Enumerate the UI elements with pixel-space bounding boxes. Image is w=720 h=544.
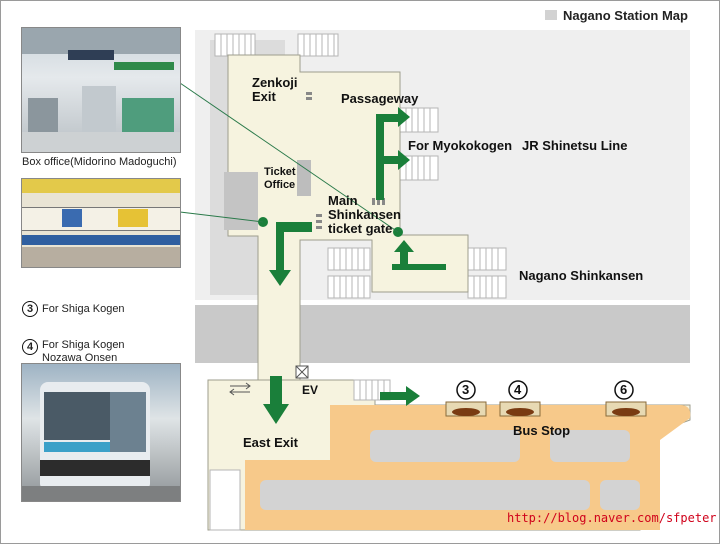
- box-office-caption: Box office(Midorino Madoguchi): [22, 156, 177, 168]
- label-bus-stop: Bus Stop: [513, 423, 571, 438]
- callout-line-box-office: [179, 82, 399, 233]
- concourse: [227, 54, 469, 381]
- arrow-down-shinkansen: [269, 222, 312, 286]
- bus-stop-6: [605, 401, 647, 417]
- bus-stop-number-3: 3: [462, 382, 470, 397]
- bus-stop-number-4: 4: [514, 382, 522, 397]
- legend-text-3: For Shiga Kogen: [42, 302, 125, 315]
- title-swatch: [545, 10, 557, 20]
- label-nagano-shinkansen: Nagano Shinkansen: [519, 268, 644, 283]
- stairs-lower-1: [327, 247, 371, 271]
- gate-sign-photo: [21, 178, 181, 268]
- label-ev: EV: [302, 383, 319, 397]
- legend-item-3: 3 For Shiga Kogen: [22, 301, 125, 317]
- bus-stop-number-6: 6: [620, 382, 628, 397]
- label-passageway: Passageway: [341, 91, 419, 106]
- bus-stop-3: [445, 401, 487, 417]
- stairs-east: [209, 469, 241, 531]
- stairs-lower-4: [467, 275, 507, 299]
- label-ticket-office: Ticket Office: [264, 166, 296, 191]
- route-arrows: [263, 107, 446, 424]
- stairs-mid-4: [399, 155, 439, 181]
- gate-markers: [306, 92, 385, 229]
- legend-text-4: For Shiga Kogen Nozawa Onsen: [42, 339, 125, 364]
- stairs-top-left: [214, 33, 256, 57]
- arrow-myokokogen: [376, 107, 410, 200]
- label-main-shinkansen-gate: Main Shinkansen ticket gate: [328, 193, 401, 236]
- watermark: http://blog.naver.com/sfpeter: [507, 511, 717, 525]
- bus-stop-number-circles: [456, 380, 634, 400]
- ticket-office-block: [224, 172, 258, 230]
- map-title: Nagano Station Map: [563, 8, 688, 23]
- arrow-east-exit: [263, 376, 289, 424]
- arrow-bus-stop: [380, 386, 420, 406]
- label-jr-shinetsu-line: JR Shinetsu Line: [522, 138, 628, 153]
- label-east-exit: East Exit: [243, 435, 298, 450]
- wall-block: [297, 160, 311, 196]
- box-office-photo: [21, 27, 181, 153]
- road-islands: [260, 430, 640, 510]
- label-for-myokokogen: For Myokokogen: [408, 138, 513, 153]
- elevator-icon: [295, 365, 309, 379]
- stairs: [214, 33, 507, 299]
- legend-number-4: 4: [22, 339, 38, 355]
- stairs-top-right: [297, 33, 339, 57]
- escalator-icon: [229, 382, 251, 396]
- arrow-up-shinkansen: [392, 240, 446, 270]
- stairs-lower-3: [467, 247, 507, 271]
- bus-stop-4: [499, 401, 541, 417]
- label-zenkoji-exit: Zenkoji Exit: [252, 75, 298, 104]
- callout-line-gate: [179, 211, 264, 223]
- stairs-lower-2: [327, 275, 371, 299]
- legend-number-3: 3: [22, 301, 38, 317]
- bus-photo: [21, 363, 181, 502]
- bus-stop-markers: [445, 401, 647, 417]
